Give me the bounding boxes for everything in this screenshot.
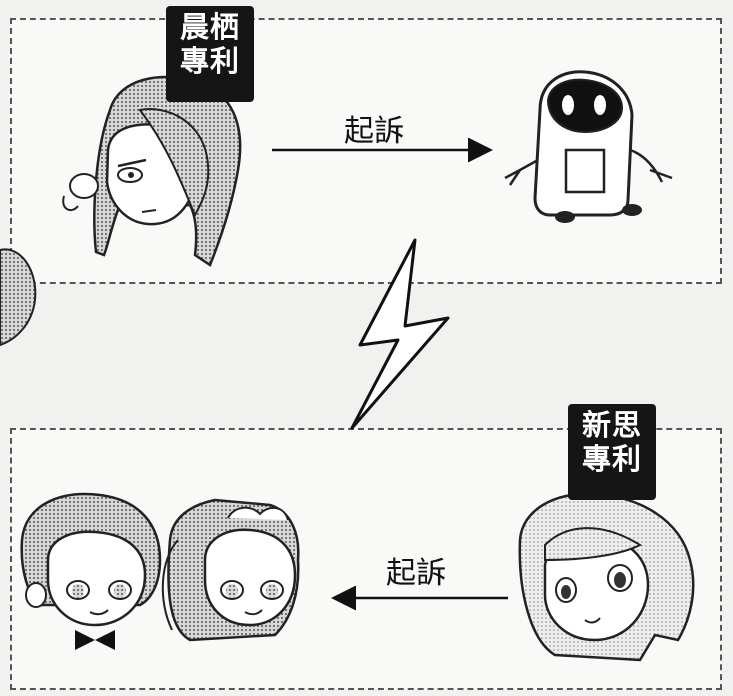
top-badge-line1: 晨栖 (179, 10, 240, 44)
robot-icon (504, 70, 673, 223)
top-badge-line2: 專利 (179, 44, 240, 78)
woman-with-wavy-hair-icon (518, 492, 695, 662)
partial-character-icon (0, 248, 37, 347)
bottom-plaintiff-badge: 新思 專利 (568, 404, 656, 500)
maid-with-ponytail-icon (161, 498, 300, 642)
top-plaintiff-badge: 晨栖 專利 (166, 6, 254, 102)
bottom-arrow-label: 起訴 (386, 556, 446, 591)
bottom-badge-line1: 新思 (581, 408, 642, 442)
woman-with-long-hair-icon (62, 75, 242, 267)
lightning-bolt-icon (350, 238, 450, 430)
top-arrow-label: 起訴 (344, 114, 404, 149)
man-with-bowtie-icon (20, 492, 162, 650)
bottom-badge-line2: 專利 (581, 442, 642, 476)
